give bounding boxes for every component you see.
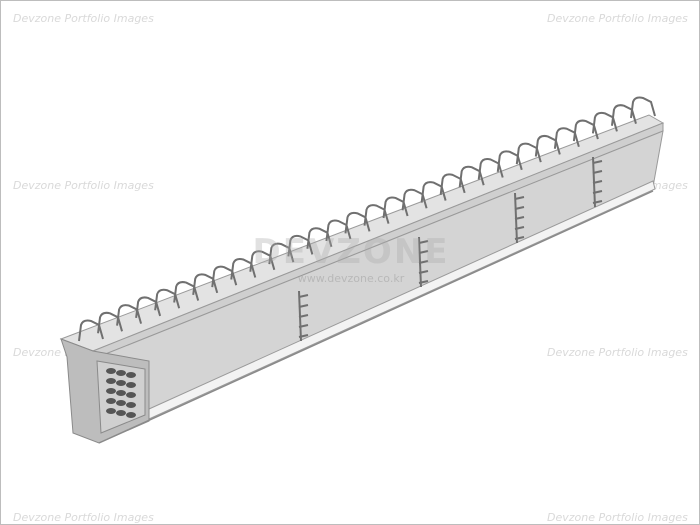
watermark-text: Devzone Portfolio Images xyxy=(547,12,688,25)
strand-end xyxy=(126,392,136,398)
rebar-tie xyxy=(298,324,309,328)
rebar-tie xyxy=(418,250,429,254)
rebar-stirrup xyxy=(116,304,143,326)
strand-end xyxy=(116,410,126,416)
rebar-tie xyxy=(592,160,603,164)
rebar-tie xyxy=(592,190,603,194)
rebar-stirrup xyxy=(230,257,257,280)
rebar-stirrup xyxy=(630,96,656,119)
rebar-stirrup xyxy=(306,227,333,249)
rebar-tie xyxy=(514,206,525,210)
rebar-stirrup xyxy=(515,142,542,165)
rebar-stirrup xyxy=(534,134,561,157)
rebar-stirrup xyxy=(401,188,428,211)
rebar-stirrup xyxy=(610,104,637,126)
strand-end xyxy=(126,412,136,418)
rebar-stirrups xyxy=(78,96,656,342)
rebar-stirrup xyxy=(249,250,276,272)
rebar-stirrup xyxy=(97,311,123,334)
rebar-tie xyxy=(418,240,429,244)
watermark-text: Devzone Portfolio Images xyxy=(547,511,688,524)
beam-bottom-edge xyxy=(98,190,654,444)
rebar-tie xyxy=(592,180,603,184)
rebar-stirrup xyxy=(325,219,352,242)
rebar-stirrup xyxy=(439,173,466,196)
rebar-tie xyxy=(298,304,309,308)
rebar-tie xyxy=(298,294,309,298)
rebar-side-bars xyxy=(298,156,603,342)
rebar-stirrup xyxy=(420,181,447,203)
rebar-stirrup xyxy=(553,127,580,149)
rebar-stirrup xyxy=(363,204,390,226)
rebar-stirrup xyxy=(154,288,181,311)
rebar-stirrup xyxy=(477,158,504,180)
strand-end xyxy=(106,368,116,374)
strand-end xyxy=(106,378,116,384)
rebar-stirrup xyxy=(173,281,200,303)
rebar-tie xyxy=(592,200,603,204)
rebar-tie xyxy=(514,216,525,220)
rebar-stirrup xyxy=(382,196,409,219)
rebar-tie xyxy=(514,196,525,200)
rebar-strand-ends xyxy=(106,368,136,418)
strand-end xyxy=(106,388,116,394)
rebar-stirrup xyxy=(344,211,371,234)
rebar-stirrup xyxy=(268,242,295,265)
watermark-text: Devzone Portfolio Images xyxy=(547,346,688,359)
rebar-stirrup xyxy=(572,119,599,142)
rebar-tie xyxy=(298,314,309,318)
strand-end xyxy=(106,408,116,414)
rebar-stirrup xyxy=(591,111,618,134)
rebar-tie xyxy=(514,226,525,230)
rebar-tie xyxy=(418,280,429,284)
strand-end xyxy=(116,380,126,386)
rebar-tie xyxy=(592,170,603,174)
rebar-stirrup xyxy=(496,150,523,172)
strand-end xyxy=(126,402,136,408)
watermark-text: Devzone Portfolio Images xyxy=(13,12,154,25)
strand-end xyxy=(116,390,126,396)
watermark-text: Devzone Portfolio Images xyxy=(13,179,154,192)
rebar-tie xyxy=(514,236,525,240)
rebar-stirrup xyxy=(78,319,104,342)
rebar-tie xyxy=(418,270,429,274)
strand-end xyxy=(116,370,126,376)
beam-top-lip xyxy=(92,122,664,360)
rebar-tie xyxy=(418,260,429,264)
strand-end xyxy=(116,400,126,406)
strand-end xyxy=(126,382,136,388)
rebar-stirrup xyxy=(192,273,219,295)
rebar-stirrup xyxy=(458,165,485,188)
beam-side-face xyxy=(92,130,664,420)
rebar-stirrup xyxy=(135,296,162,319)
rebar-tie xyxy=(298,334,309,338)
watermark-text: Devzone Portfolio Images xyxy=(13,511,154,524)
rebar-stirrup xyxy=(287,234,314,257)
rebar-stirrup xyxy=(211,265,238,288)
strand-end xyxy=(106,398,116,404)
strand-end xyxy=(126,372,136,378)
